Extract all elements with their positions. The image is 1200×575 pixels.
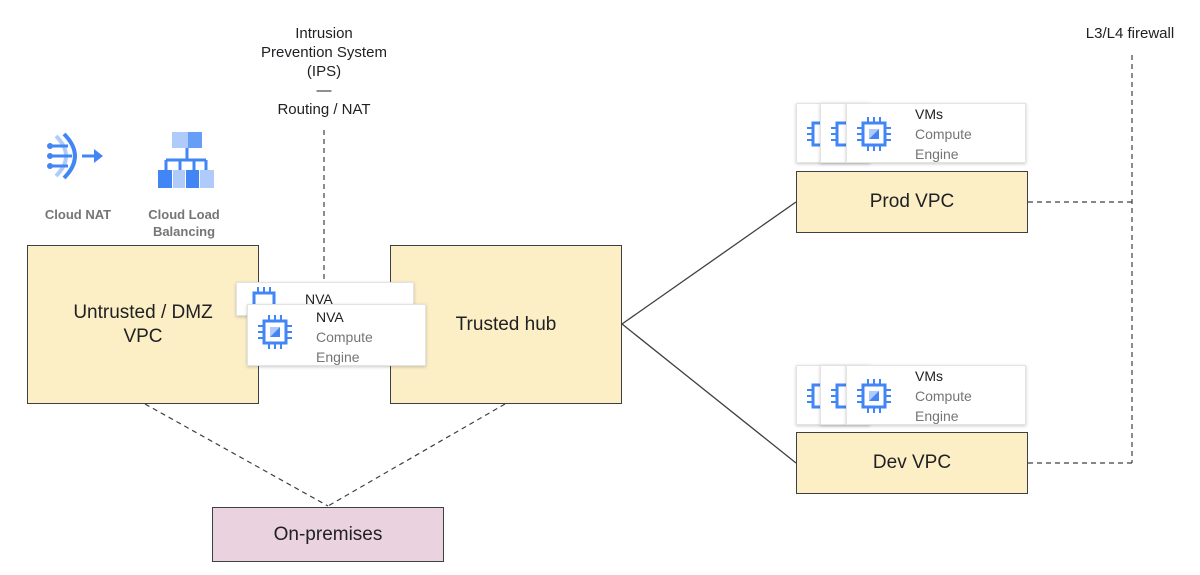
nva-card[interactable]: NVA Compute Engine bbox=[247, 304, 426, 366]
dev-vms-service-line1: Compute bbox=[915, 388, 972, 404]
firewall-label: L3/L4 firewall bbox=[1085, 25, 1175, 42]
prod-vms-service-line1: Compute bbox=[915, 126, 972, 142]
prod-vms-service-line2: Engine bbox=[915, 146, 959, 162]
prod-vms-title: VMs bbox=[915, 106, 943, 122]
ips-annotation: Intrusion Prevention System (IPS) — Rout… bbox=[244, 24, 404, 119]
prod-vpc[interactable]: Prod VPC bbox=[796, 171, 1028, 233]
load-balancing-label-line2: Balancing bbox=[152, 224, 216, 239]
untrusted-vpc-label-line1: Untrusted / DMZ bbox=[73, 301, 213, 323]
trusted-hub[interactable]: Trusted hub bbox=[390, 245, 622, 404]
hub-to-dev-line bbox=[621, 323, 797, 464]
untrusted-vpc-label-line2: VPC bbox=[123, 325, 163, 347]
routing-nat-label: Routing / NAT bbox=[277, 101, 371, 118]
prod-vpc-label: Prod VPC bbox=[869, 191, 955, 212]
ips-label-line3: (IPS) bbox=[306, 63, 342, 80]
dev-vms-card[interactable]: VMs Compute Engine bbox=[846, 365, 1026, 425]
prod-vms-card[interactable]: VMs Compute Engine bbox=[846, 103, 1026, 163]
ips-label-dash: — bbox=[316, 82, 332, 99]
nva-service-line2: Engine bbox=[316, 349, 360, 365]
untrusted-dmz-vpc[interactable]: Untrusted / DMZ VPC bbox=[27, 245, 259, 404]
dev-vms-title: VMs bbox=[915, 368, 943, 384]
compute-engine-icon bbox=[258, 315, 292, 349]
load-balancing-label: Cloud Load Balancing bbox=[134, 206, 234, 240]
nva-service-line1: Compute bbox=[316, 329, 373, 345]
compute-engine-icon bbox=[857, 379, 891, 413]
cloud-nat-icon bbox=[47, 132, 103, 180]
dev-vms-service-line2: Engine bbox=[915, 408, 959, 424]
ips-label-line2: Prevention System bbox=[261, 44, 387, 61]
hub-to-onprem-dashed-line bbox=[327, 403, 506, 507]
dev-vpc-label: Dev VPC bbox=[872, 452, 952, 473]
compute-engine-icon bbox=[252, 287, 276, 313]
compute-engine-icon bbox=[857, 117, 891, 151]
load-balancing-icon bbox=[158, 132, 214, 188]
load-balancing-label-line1: Cloud Load bbox=[148, 207, 220, 222]
on-premises[interactable]: On-premises bbox=[212, 507, 444, 562]
dev-vpc[interactable]: Dev VPC bbox=[796, 432, 1028, 494]
nva-title: NVA bbox=[316, 309, 344, 325]
trusted-hub-label: Trusted hub bbox=[455, 313, 557, 335]
hub-to-prod-line bbox=[621, 201, 797, 325]
dmz-to-onprem-dashed-line bbox=[144, 403, 329, 507]
cloud-nat-label: Cloud NAT bbox=[44, 207, 112, 222]
nva-back-title: NVA bbox=[305, 291, 333, 307]
ips-label-line1: Intrusion bbox=[295, 25, 353, 42]
on-premises-label: On-premises bbox=[273, 523, 383, 545]
